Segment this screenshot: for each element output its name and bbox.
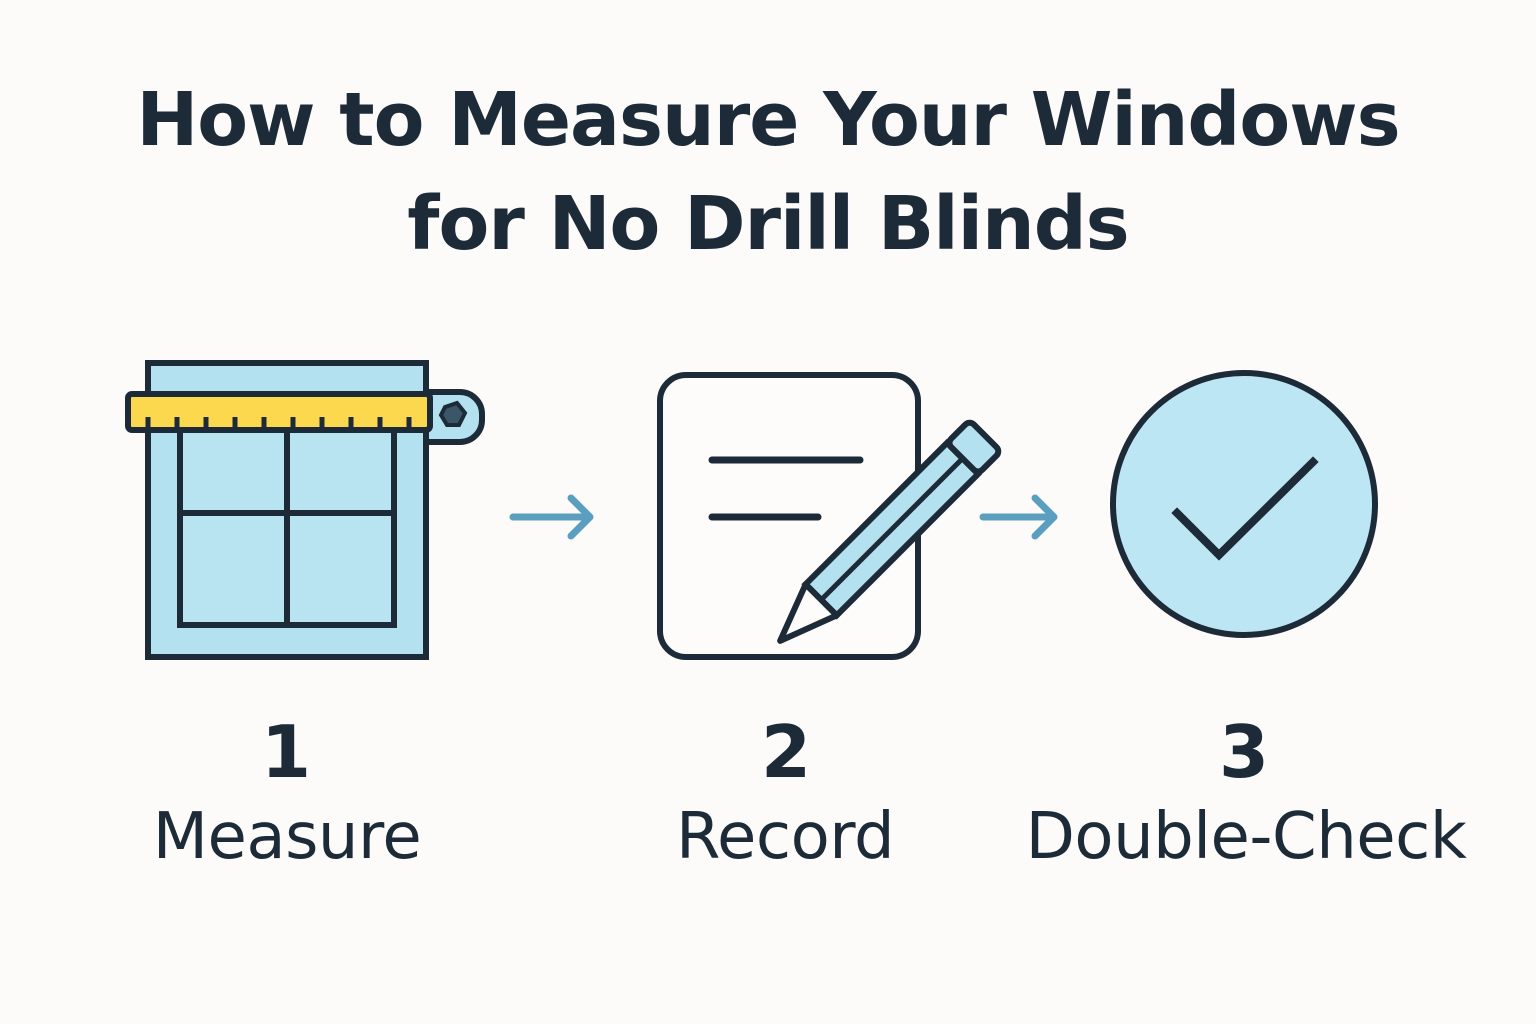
arrow-right-icon — [509, 494, 594, 540]
step-2-label: Record — [675, 800, 895, 874]
step-3-label: Double-Check — [1025, 800, 1467, 874]
step-2-number: 2 — [760, 710, 812, 794]
check-circle-icon — [1110, 370, 1378, 638]
window-ruler-icon — [125, 360, 485, 660]
arrow-right-icon — [979, 494, 1058, 540]
step-3-number: 3 — [1218, 710, 1270, 794]
step-1-number: 1 — [260, 710, 312, 794]
page-title: How to Measure Your Windows for No Drill… — [0, 68, 1536, 276]
title-line-2: for No Drill Blinds — [407, 181, 1129, 267]
notepad-pencil-icon — [657, 372, 1002, 660]
step-1-label: Measure — [152, 800, 422, 874]
title-line-1: How to Measure Your Windows — [136, 77, 1400, 163]
